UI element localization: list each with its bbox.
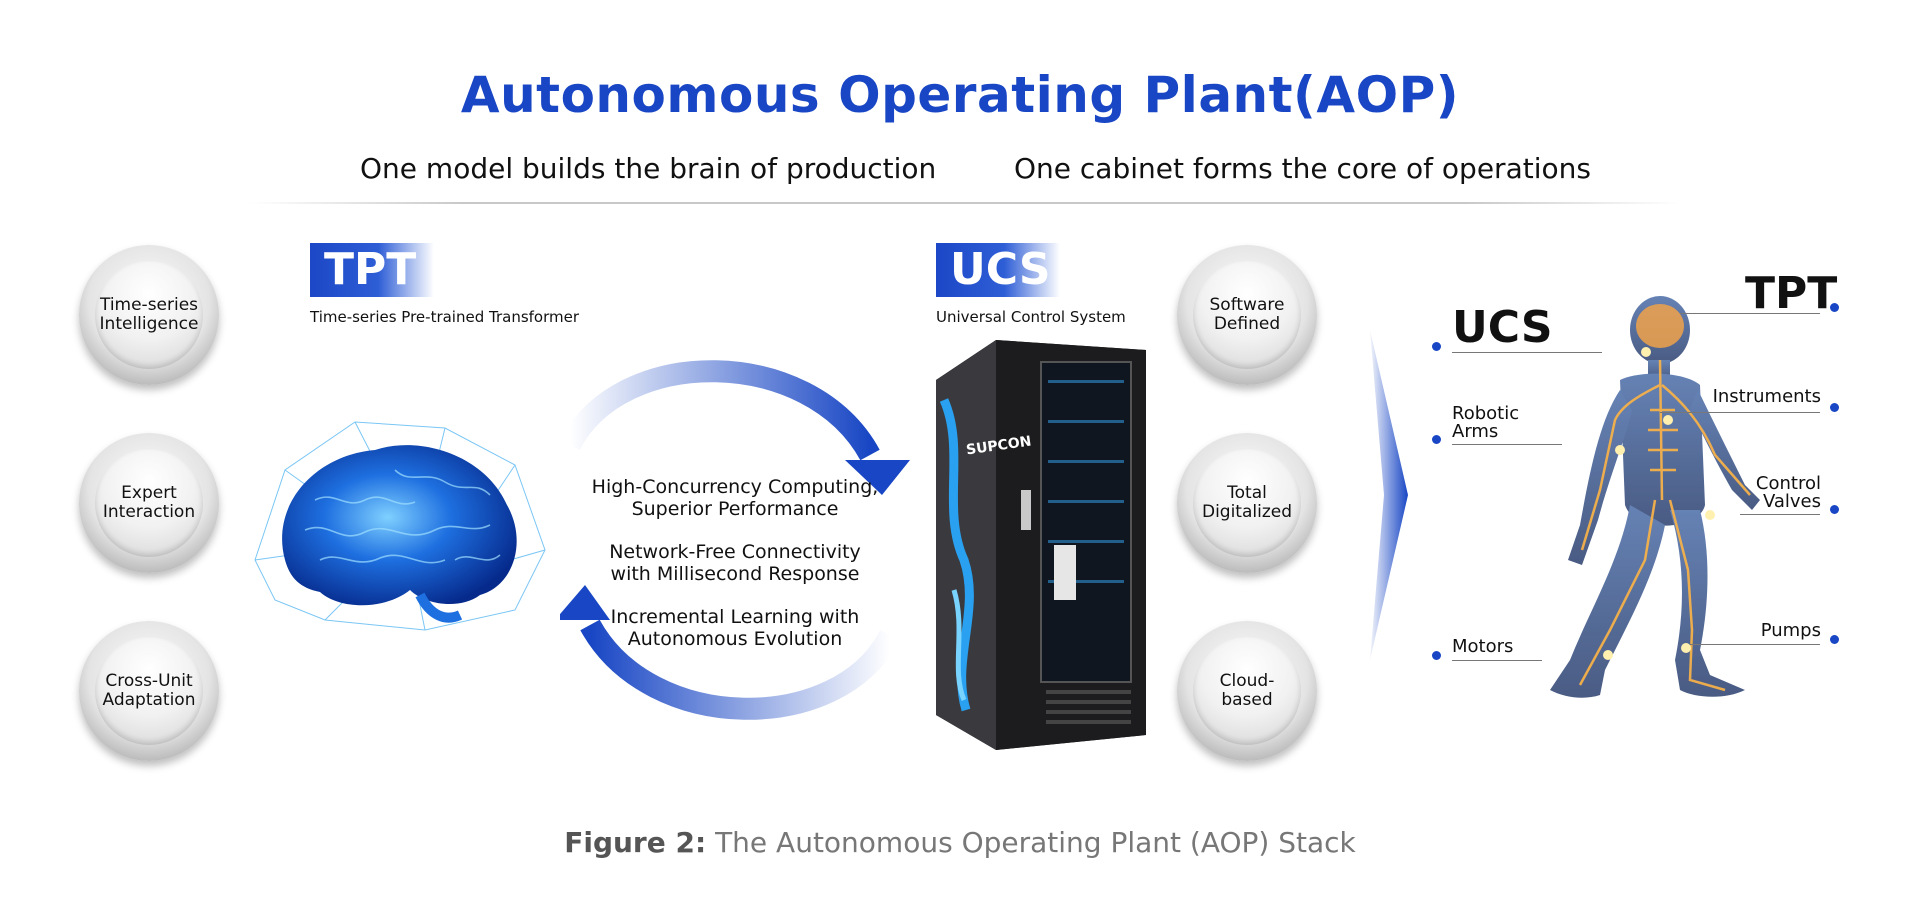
badge-label: Cloud- based: [1219, 671, 1275, 710]
tpt-tag: TPT: [310, 243, 434, 297]
dot-ucs: [1432, 342, 1441, 351]
label-ucs: UCS: [1452, 302, 1553, 353]
leader-line-robotic-arms: [1452, 444, 1562, 445]
badge-label: Cross-Unit Adaptation: [102, 671, 196, 710]
feature-connectivity: Network-Free Connectivity with Milliseco…: [609, 541, 861, 585]
badge-software-defined: Software Defined: [1177, 245, 1317, 385]
badge-cross-unit-adaptation: Cross-Unit Adaptation: [79, 621, 219, 761]
arrow-top: [560, 360, 880, 461]
badge-time-series-intelligence: Time-series Intelligence: [79, 245, 219, 385]
brain-illustration: [254, 421, 546, 631]
badge-label: Software Defined: [1209, 295, 1285, 334]
arrow-bottom-head: [560, 585, 610, 620]
human-body-illustration: [1550, 296, 1760, 698]
feature-concurrency: High-Concurrency Computing, Superior Per…: [591, 476, 879, 520]
dot-pumps: [1830, 635, 1839, 644]
caption-prefix: Figure 2:: [564, 826, 707, 859]
leader-line-pumps: [1690, 644, 1820, 645]
label-robotic-arms: Robotic Arms: [1452, 403, 1520, 442]
badge-label: Expert Interaction: [102, 483, 196, 522]
badge-label: Total Digitalized: [1201, 483, 1293, 522]
badge-label: Time-series Intelligence: [99, 295, 199, 334]
feature-learning: Incremental Learning with Autonomous Evo…: [610, 606, 860, 650]
dot-tpt: [1830, 303, 1839, 312]
label-pumps: Pumps: [1760, 620, 1821, 641]
leader-line-control-valves: [1740, 514, 1820, 515]
dot-control-valves: [1830, 505, 1839, 514]
leader-line-tpt: [1680, 313, 1820, 314]
label-control-valves: Control Valves: [1755, 473, 1821, 512]
badge-expert-interaction: Expert Interaction: [79, 433, 219, 573]
chevron-right-icon: [1370, 330, 1408, 660]
ucs-tag: UCS: [936, 243, 1060, 297]
dot-robotic-arms: [1432, 435, 1441, 444]
figure-caption: Figure 2: The Autonomous Operating Plant…: [0, 826, 1920, 859]
arrow-bottom: [580, 619, 900, 720]
label-instruments: Instruments: [1712, 386, 1821, 407]
leader-line-instruments: [1660, 412, 1820, 413]
label-tpt: TPT: [1745, 268, 1838, 319]
caption-text: The Autonomous Operating Plant (AOP) Sta…: [706, 826, 1356, 859]
badge-total-digitalized: Total Digitalized: [1177, 433, 1317, 573]
arrow-top-head: [845, 460, 910, 495]
diagram-title: Autonomous Operating Plant(AOP): [460, 66, 1460, 124]
label-motors: Motors: [1452, 636, 1514, 657]
tpt-subtitle: Time-series Pre-trained Transformer: [310, 308, 580, 326]
dot-motors: [1432, 651, 1441, 660]
leader-line-ucs: [1452, 352, 1602, 353]
ucs-subtitle: Universal Control System: [936, 308, 1126, 326]
badge-cloud-based: Cloud- based: [1177, 621, 1317, 761]
header-divider: [250, 202, 1680, 204]
cycle-arrows: [560, 360, 910, 720]
subtitle-left: One model builds the brain of production: [360, 152, 937, 185]
control-cabinet: SUPCON: [936, 340, 1146, 750]
leader-line-motors: [1452, 660, 1542, 661]
subtitle-right: One cabinet forms the core of operations: [1014, 152, 1591, 185]
dot-instruments: [1830, 403, 1839, 412]
